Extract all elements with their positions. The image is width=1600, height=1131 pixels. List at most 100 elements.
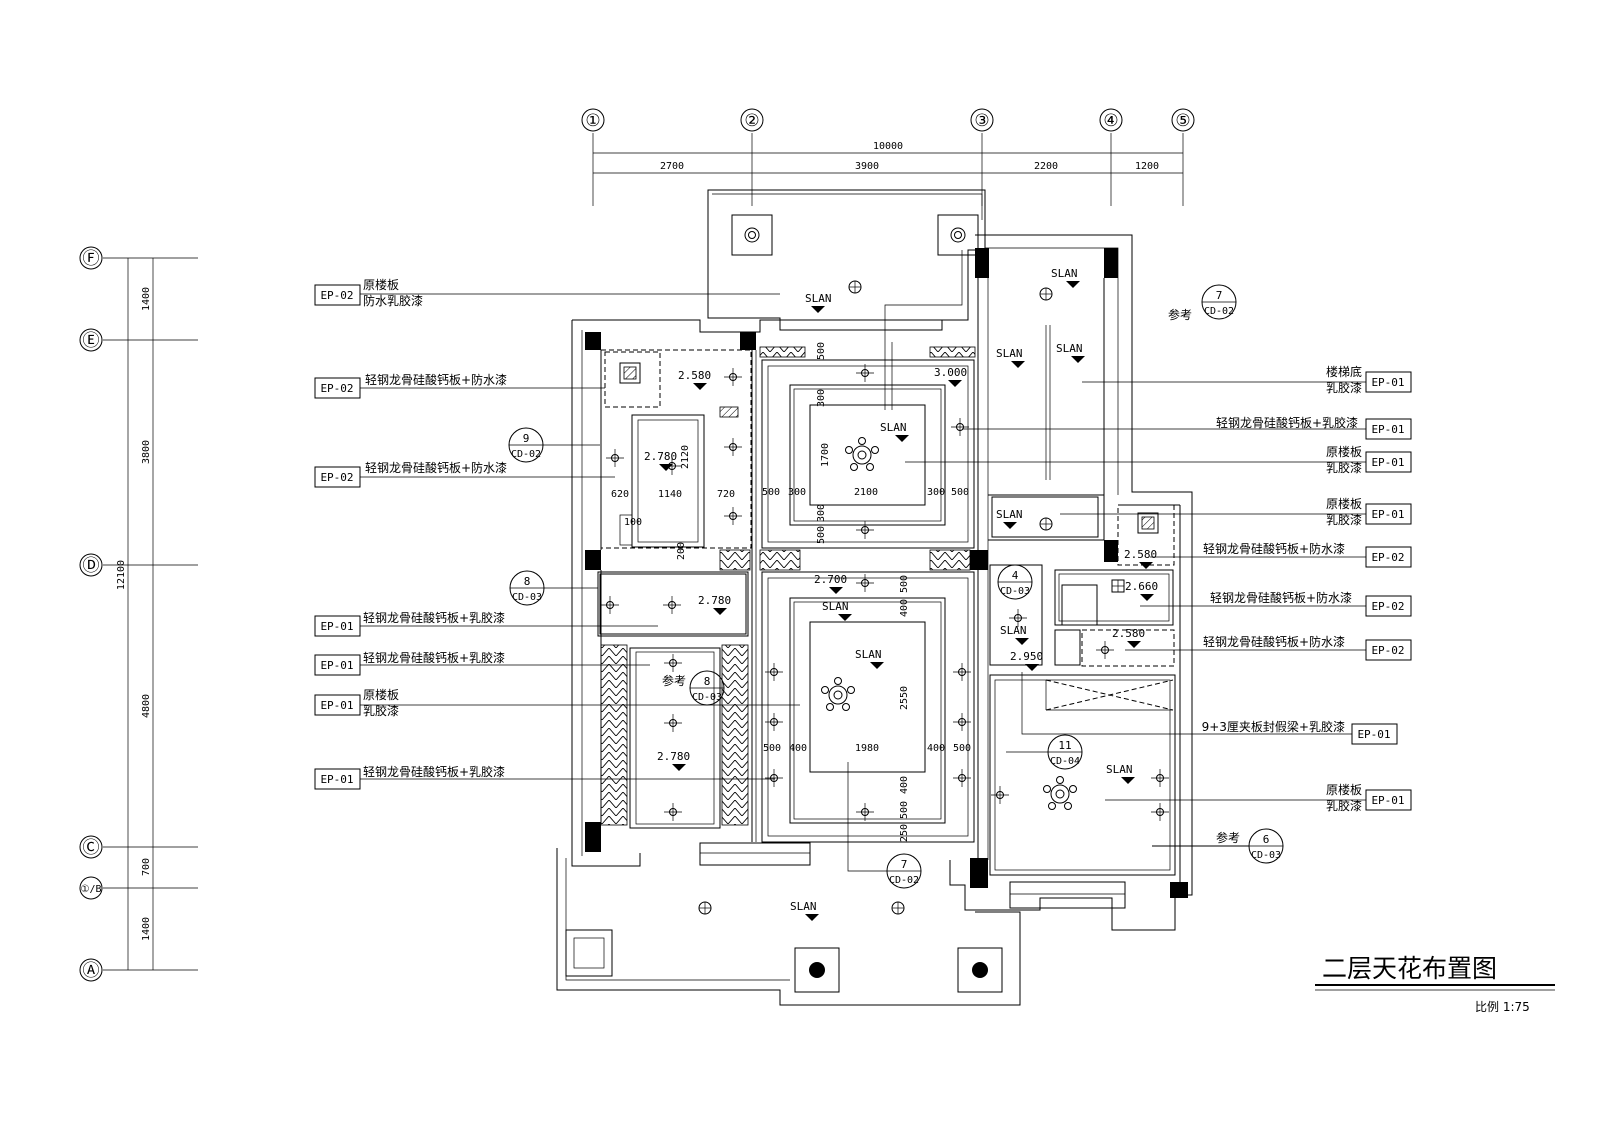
right-note-8: EP-01 9+3厘夹板封假梁+乳胶漆 (1021, 672, 1398, 745)
grid-col-3: ③ (974, 111, 989, 131)
svg-text:SLAN: SLAN (805, 292, 832, 305)
left-note-6: EP-01 原楼板 乳胶漆 (314, 687, 800, 718)
ceiling-heights: 2.580 3.000 2.780 2.780 2.700 2.780 2.58… (644, 366, 1158, 771)
svg-text:300: 300 (788, 487, 806, 498)
height-3: 2.780 (644, 450, 677, 463)
svg-text:8: 8 (524, 575, 531, 588)
left-note-2: EP-02 轻钢龙骨硅酸钙板+防水漆 (314, 372, 605, 399)
callout-4: 4 CD-03 (997, 564, 1033, 600)
left-note-3: EP-02 轻钢龙骨硅酸钙板+防水漆 (314, 460, 615, 488)
svg-text:楼梯底: 楼梯底 (1326, 364, 1362, 379)
svg-text:原楼板: 原楼板 (1326, 496, 1362, 511)
svg-text:原楼板: 原楼板 (1326, 444, 1362, 459)
dim-total-width: 10000 (873, 141, 903, 152)
svg-text:720: 720 (717, 489, 735, 500)
svg-text:防水乳胶漆: 防水乳胶漆 (363, 293, 423, 308)
svg-text:CD-03: CD-03 (692, 692, 722, 703)
top-dimension-chain: 10000 2700 3900 2200 1200 (592, 133, 1184, 206)
callout-7-top: 7 CD-02 参考 (1168, 284, 1237, 322)
svg-text:轻钢龙骨硅酸钙板+乳胶漆: 轻钢龙骨硅酸钙板+乳胶漆 (363, 610, 505, 625)
svg-text:CD-03: CD-03 (1000, 586, 1030, 597)
callout-11: 11 CD-04 (1006, 734, 1083, 770)
left-note-1: EP-02 原楼板 防水乳胶漆 (314, 277, 780, 308)
svg-text:500: 500 (762, 487, 780, 498)
svg-text:原楼板: 原楼板 (1326, 782, 1362, 797)
dim-top-3: 2200 (1034, 161, 1058, 172)
svg-text:CD-04: CD-04 (1050, 756, 1080, 767)
right-note-2: EP-01 轻钢龙骨硅酸钙板+乳胶漆 (962, 415, 1412, 440)
svg-text:500: 500 (899, 801, 910, 819)
right-note-6: EP-02 轻钢龙骨硅酸钙板+防水漆 (1140, 590, 1412, 617)
svg-text:轻钢龙骨硅酸钙板+乳胶漆: 轻钢龙骨硅酸钙板+乳胶漆 (363, 764, 505, 779)
right-note-5: EP-02 轻钢龙骨硅酸钙板+防水漆 (1150, 541, 1412, 568)
svg-text:参考: 参考 (1216, 830, 1240, 845)
svg-text:轻钢龙骨硅酸钙板+防水漆: 轻钢龙骨硅酸钙板+防水漆 (1210, 590, 1352, 605)
svg-text:500: 500 (816, 526, 827, 544)
svg-text:SLAN: SLAN (1106, 763, 1133, 776)
dim-left-1: 1400 (141, 287, 152, 311)
left-note-7: EP-01 轻钢龙骨硅酸钙板+乳胶漆 (314, 764, 775, 790)
svg-text:原楼板: 原楼板 (363, 277, 399, 292)
height-6: 2.780 (657, 750, 690, 763)
svg-text:SLAN: SLAN (822, 600, 849, 613)
grid-row-c: Ⓒ (83, 838, 100, 858)
svg-text:500: 500 (951, 487, 969, 498)
svg-text:EP-02: EP-02 (1371, 644, 1404, 657)
left-note-4: EP-01 轻钢龙骨硅酸钙板+乳胶漆 (314, 610, 658, 637)
svg-text:EP-01: EP-01 (1371, 508, 1404, 521)
svg-text:SLAN: SLAN (855, 648, 882, 661)
svg-text:300: 300 (816, 389, 827, 407)
grid-row-d: Ⓓ (83, 556, 100, 576)
ceiling-zones (597, 349, 1176, 876)
svg-text:9: 9 (523, 432, 530, 445)
title-block: 二层天花布置图 比例 1:75 (1315, 954, 1555, 1014)
grid-col-4: ④ (1103, 111, 1118, 131)
floor-plan-walls (556, 189, 1193, 1006)
svg-text:400: 400 (789, 743, 807, 754)
svg-text:原楼板: 原楼板 (363, 687, 399, 702)
svg-text:1140: 1140 (658, 489, 682, 500)
svg-text:1700: 1700 (820, 443, 831, 467)
row-grid-bubbles: Ⓕ Ⓔ Ⓓ Ⓒ ①/B Ⓐ (79, 246, 103, 982)
svg-text:EP-01: EP-01 (320, 773, 353, 786)
height-9: 2.580 (1112, 627, 1145, 640)
grid-row-f: Ⓕ (83, 249, 100, 269)
svg-text:EP-01: EP-01 (320, 659, 353, 672)
svg-text:CD-03: CD-03 (1251, 850, 1281, 861)
dim-left-2: 3800 (141, 440, 152, 464)
svg-text:乳胶漆: 乳胶漆 (1326, 460, 1362, 475)
svg-text:参考: 参考 (1168, 307, 1192, 322)
svg-text:250: 250 (899, 824, 910, 842)
svg-text:SLAN: SLAN (880, 421, 907, 434)
dim-left-3: 4800 (141, 694, 152, 718)
svg-text:7: 7 (1216, 289, 1223, 302)
height-8: 2.660 (1125, 580, 1158, 593)
svg-text:EP-01: EP-01 (1371, 376, 1404, 389)
svg-text:EP-01: EP-01 (1371, 794, 1404, 807)
dim-left-5: 1400 (141, 917, 152, 941)
svg-text:乳胶漆: 乳胶漆 (363, 703, 399, 718)
left-dimension-chain: 12100 1400 3800 4800 700 1400 (103, 257, 198, 971)
svg-text:乳胶漆: 乳胶漆 (1326, 380, 1362, 395)
right-note-4: EP-01 原楼板 乳胶漆 (1060, 496, 1412, 527)
svg-text:SLAN: SLAN (1051, 267, 1078, 280)
svg-text:参考: 参考 (662, 673, 686, 688)
callout-7-bottom: 7 CD-02 (847, 762, 922, 889)
svg-text:6: 6 (1263, 833, 1270, 846)
right-note-1: EP-01 楼梯底 乳胶漆 (1082, 364, 1412, 395)
svg-text:EP-02: EP-02 (320, 382, 353, 395)
grid-col-2: ② (744, 111, 759, 131)
right-material-notes: EP-01 楼梯底 乳胶漆 EP-01 轻钢龙骨硅酸钙板+乳胶漆 EP-01 原… (905, 364, 1412, 813)
height-7: 2.580 (1124, 548, 1157, 561)
callout-8-center: 8 CD-03 参考 (662, 670, 725, 706)
svg-text:300: 300 (927, 487, 945, 498)
svg-text:EP-01: EP-01 (1371, 423, 1404, 436)
svg-text:500: 500 (953, 743, 971, 754)
svg-text:2550: 2550 (899, 686, 910, 710)
grid-row-a: Ⓐ (83, 961, 100, 981)
height-4: 2.780 (698, 594, 731, 607)
svg-text:SLAN: SLAN (790, 900, 817, 913)
grid-col-5: ⑤ (1175, 111, 1190, 131)
svg-text:400: 400 (899, 776, 910, 794)
